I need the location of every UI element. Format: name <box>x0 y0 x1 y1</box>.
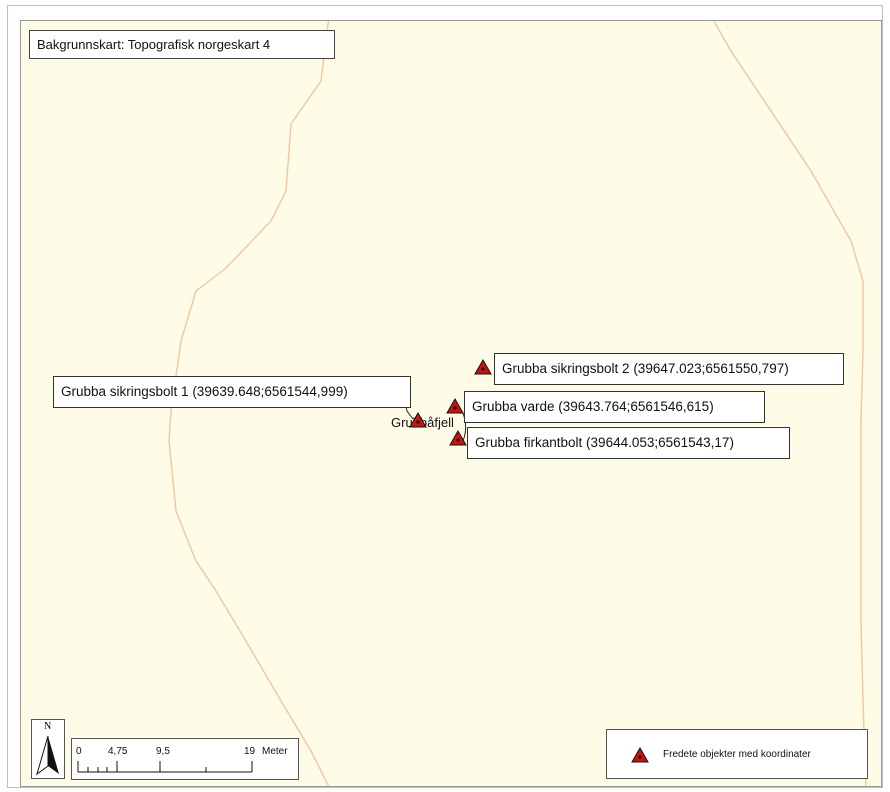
red-triangle-icon[interactable] <box>409 412 427 428</box>
scale-tick-label: 4,75 <box>108 746 128 757</box>
north-arrow-icon <box>36 735 59 776</box>
scale-tick-label: 0 <box>76 746 82 757</box>
callout-firkantbolt[interactable]: Grubba firkantbolt (39644.053;6561543,17… <box>467 427 790 459</box>
legend-entry-label: Fredete objekter med koordinater <box>663 749 811 760</box>
callout-sikringsbolt-1[interactable]: Grubba sikringsbolt 1 (39639.648;6561544… <box>53 376 411 408</box>
red-triangle-icon[interactable] <box>474 359 492 375</box>
red-triangle-icon[interactable] <box>446 398 464 414</box>
basemap-label: Bakgrunnskart: Topografisk norgeskart 4 <box>29 30 335 59</box>
scale-bar: 0 4,75 9,5 19 Meter <box>71 738 299 780</box>
north-arrow: N <box>31 719 65 779</box>
contour-lines <box>168 21 867 786</box>
map-canvas[interactable]: Bakgrunnskart: Topografisk norgeskart 4 … <box>20 20 882 787</box>
red-triangle-icon <box>631 747 649 763</box>
callout-varde[interactable]: Grubba varde (39643.764;6561546,615) <box>464 391 765 423</box>
callout-sikringsbolt-2[interactable]: Grubba sikringsbolt 2 (39647.023;6561550… <box>494 353 844 385</box>
red-triangle-icon[interactable] <box>449 430 467 446</box>
scale-unit-label: Meter <box>262 746 288 757</box>
scale-tick-label: 9,5 <box>156 746 170 757</box>
contour-line-east <box>713 21 867 786</box>
map-legend: Fredete objekter med koordinater <box>606 729 868 779</box>
contour-line-west <box>168 21 330 786</box>
scale-tick-label: 19 <box>244 746 256 757</box>
north-label: N <box>44 721 52 732</box>
scale-bar-ruler <box>77 761 253 773</box>
